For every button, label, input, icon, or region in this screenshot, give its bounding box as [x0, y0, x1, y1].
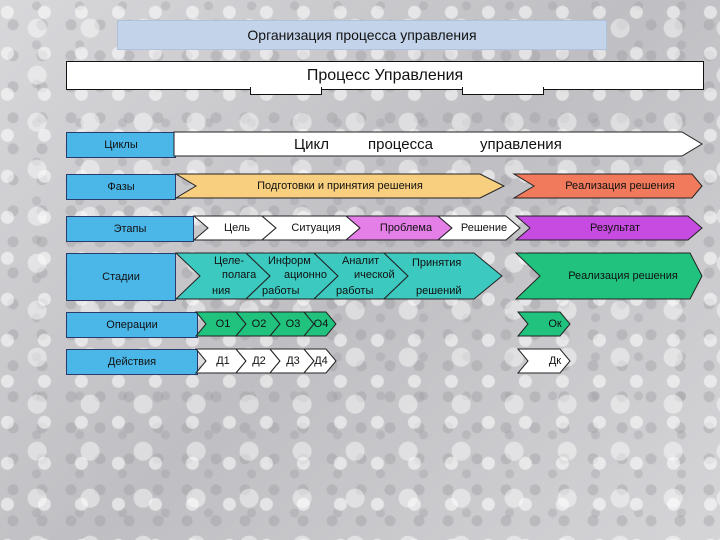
action-k-arrow — [516, 348, 571, 374]
action-k-text: Дк — [548, 355, 562, 367]
step-result-text: Результат — [589, 222, 641, 234]
row-label-phases-text: Фазы — [107, 181, 135, 193]
slide-title: Организация процесса управления — [117, 20, 607, 50]
stage-4-line-1: Принятия — [412, 257, 462, 269]
stage-3-line-3: работы — [336, 285, 374, 297]
operation-k-text: Ок — [548, 318, 562, 330]
process-title-box: Процесс Управления — [66, 61, 704, 90]
stage-1-line-2: полага — [222, 269, 257, 281]
cycle-word-1: Цикл — [294, 136, 329, 153]
action-1-text: Д1 — [216, 355, 230, 367]
process-tab-left — [250, 87, 322, 95]
stage-3-line-2: ической — [354, 269, 395, 281]
stage-2-line-2: ационно — [284, 269, 327, 281]
row-label-stages: Стадии — [66, 253, 176, 301]
stage-realization-text: Реализация решения — [568, 270, 678, 282]
phase-real-arrow — [512, 173, 703, 199]
cycle-word-2: процесса — [368, 136, 433, 153]
row-label-phases: Фазы — [66, 174, 176, 200]
stage-4-line-3: решений — [416, 285, 462, 297]
phase-prep-text: Подготовки и принятия решения — [257, 180, 423, 192]
action-3-text: Д3 — [286, 355, 300, 367]
process-tab-right — [462, 87, 544, 95]
row-label-operations: Операции — [66, 312, 198, 338]
operation-4-text: О4 — [313, 318, 329, 330]
row-label-operations-text: Операции — [106, 319, 158, 331]
action-4-arrow — [302, 348, 337, 374]
row-label-cycles-text: Циклы — [104, 139, 138, 151]
row-label-steps-text: Этапы — [113, 223, 147, 235]
row-label-steps: Этапы — [66, 216, 194, 242]
cycle-word-3: управления — [480, 136, 562, 153]
step-problem-text: Проблема — [379, 222, 433, 234]
row-label-actions: Действия — [66, 349, 198, 375]
step-goal-text: Цель — [223, 222, 251, 234]
step-situation-text: Ситуация — [291, 222, 341, 234]
row-label-stages-text: Стадии — [102, 271, 140, 283]
stage-3-line-1: Аналит — [342, 255, 380, 267]
stage-4-chevron — [382, 252, 503, 300]
step-result-arrow — [514, 215, 703, 241]
operation-1-text: О1 — [215, 318, 231, 330]
operation-3-text: О3 — [285, 318, 301, 330]
action-4-text: Д4 — [314, 355, 328, 367]
row-label-cycles: Циклы — [66, 132, 176, 158]
operation-4-arrow — [302, 311, 337, 337]
stage-2-line-3: работы — [262, 285, 300, 297]
operation-2-text: О2 — [251, 318, 267, 330]
step-decision-arrow — [436, 215, 521, 241]
operation-k-arrow — [516, 311, 571, 337]
stage-realization-arrow — [514, 252, 703, 300]
cycle-arrow — [173, 131, 703, 157]
phase-prep-arrow — [174, 173, 506, 199]
action-2-text: Д2 — [252, 355, 266, 367]
process-title: Процесс Управления — [306, 66, 464, 84]
phase-real-text: Реализация решения — [565, 180, 675, 192]
stage-2-line-1: Информ — [268, 255, 311, 267]
stage-1-line-1: Целе- — [214, 255, 245, 267]
stage-1-line-3: ния — [212, 285, 231, 297]
row-label-actions-text: Действия — [107, 356, 157, 368]
step-decision-text: Решение — [460, 222, 508, 234]
